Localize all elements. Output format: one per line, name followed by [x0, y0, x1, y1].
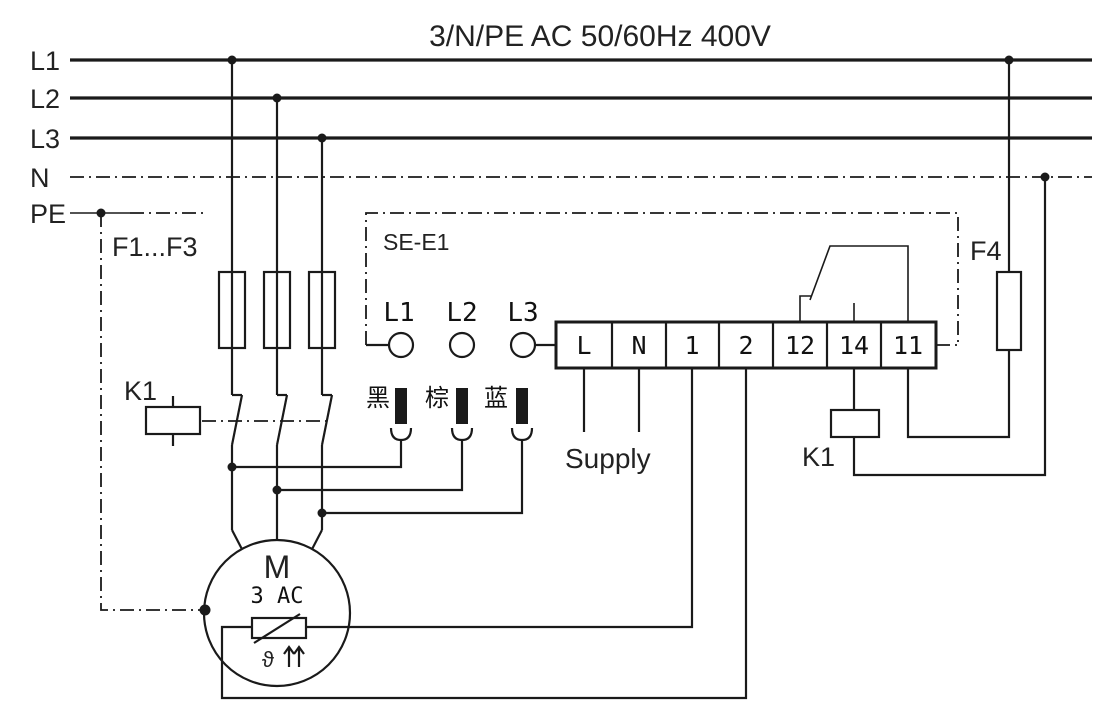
- contact: [230, 394, 244, 446]
- wire-color-brown: 棕: [425, 384, 449, 412]
- relay-box-label: SE-E1: [383, 229, 449, 255]
- motor: M 3 AC ϑ: [199, 538, 352, 688]
- supply-title: 3/N/PE AC 50/60Hz 400V: [429, 20, 771, 53]
- sensor-plugs: [389, 388, 534, 442]
- terminal-label: N: [631, 331, 646, 360]
- relay-coil-label: K1: [802, 442, 835, 472]
- input-terminal-label: L3: [507, 298, 538, 328]
- input-terminal: [387, 331, 415, 359]
- motor-symbol: M: [264, 549, 291, 585]
- plug-hook: [450, 427, 474, 442]
- contactor-label: K1: [124, 376, 157, 406]
- input-terminal: [509, 331, 537, 359]
- terminal-label: L: [576, 331, 591, 360]
- main-fuses: [217, 270, 337, 350]
- terminal-label: 2: [738, 331, 753, 360]
- plug-hook: [389, 427, 413, 442]
- plug-body: [516, 388, 528, 424]
- thermistor-slash: [253, 613, 301, 644]
- bus-lines: [70, 58, 1092, 214]
- relay-enclosure: [365, 212, 959, 345]
- terminal-label: 11: [893, 331, 923, 360]
- contact: [275, 394, 289, 446]
- fuses-label: F1...F3: [112, 232, 198, 262]
- wire: [852, 177, 1047, 477]
- sensor-wire-black: [232, 440, 403, 469]
- wire: [906, 350, 1011, 439]
- plug-body: [395, 388, 407, 424]
- bus-label-l2: L2: [30, 84, 60, 114]
- pe-terminal-dot: [199, 604, 211, 616]
- relay-coil: [829, 408, 881, 439]
- thermistor-lead-2: [220, 368, 748, 700]
- contactor-coil: [144, 405, 202, 436]
- motor-sensor-symbol: ϑ: [262, 647, 274, 672]
- bus-label-n: N: [30, 163, 50, 193]
- bus-label-l1: L1: [30, 46, 60, 76]
- contactor-contacts: [202, 393, 334, 446]
- contact: [320, 394, 334, 446]
- pe-conductor: [100, 213, 205, 611]
- control-fuse-label: F4: [970, 236, 1002, 266]
- input-terminal: [448, 331, 476, 359]
- thermistor-lead-1: [306, 368, 694, 629]
- fuse-f4: [995, 270, 1023, 352]
- relay-contact: [799, 245, 909, 322]
- arrow-up-icon: [293, 645, 305, 667]
- terminal-label: 14: [839, 331, 869, 360]
- terminal-label: 12: [785, 331, 815, 360]
- sensor-wire-blue: [322, 440, 524, 515]
- terminal-block: L N 1 2 12 14 11: [554, 320, 938, 370]
- bus-label-l3: L3: [30, 124, 60, 154]
- terminal-label: 1: [684, 331, 699, 360]
- wire-color-blue: 蓝: [484, 384, 508, 412]
- input-terminal-label: L1: [383, 298, 414, 328]
- arrow-up-icon: [283, 645, 295, 667]
- supply-label: Supply: [565, 443, 651, 474]
- sensor-wire-brown: [277, 440, 464, 492]
- bus-label-pe: PE: [30, 199, 66, 229]
- plug-hook: [510, 427, 534, 442]
- wire-color-black: 黑: [366, 384, 390, 412]
- motor-type: 3 AC: [251, 584, 304, 609]
- input-terminal-label: L2: [446, 298, 477, 328]
- plug-body: [456, 388, 468, 424]
